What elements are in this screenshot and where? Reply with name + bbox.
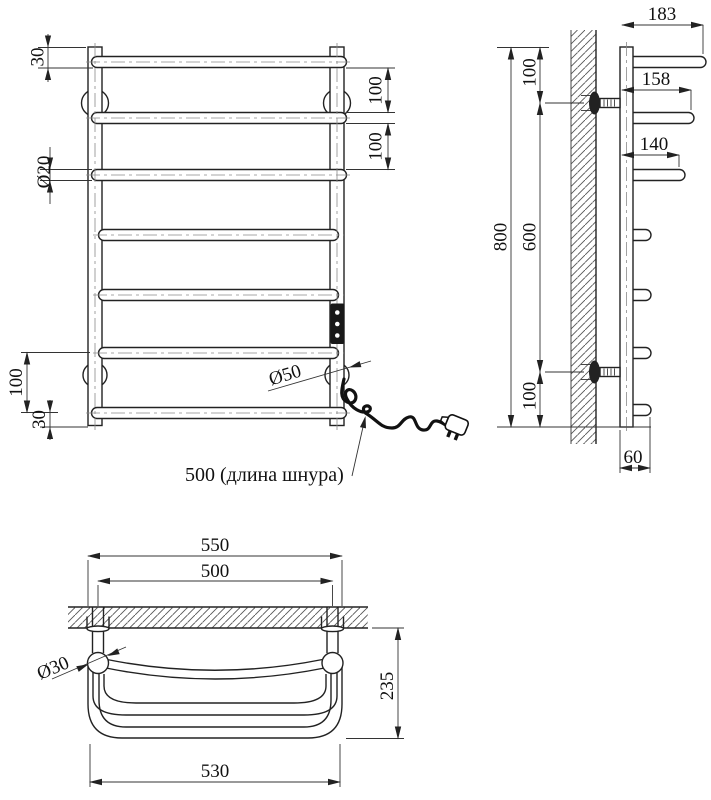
post-circle-left: [86, 651, 110, 675]
top-wall: [68, 606, 368, 629]
dim-label-top-shelf-depth: 235: [377, 672, 398, 701]
dim-top-mount-span: 500: [97, 561, 334, 606]
dim-label-front-rung-gap-1: 100: [366, 76, 387, 105]
dim-top-shelf-depth: 235: [346, 627, 404, 740]
dim-side-top-reach: 183: [621, 4, 704, 54]
dim-label-front-tube-diameter: Ø20: [34, 156, 55, 189]
post-circle-right: [321, 651, 344, 675]
side-view: 183 158 140 100 800 600 100: [491, 4, 707, 473]
mount-stud-right: [320, 607, 345, 653]
dim-front-tube-diameter: Ø20: [34, 147, 92, 204]
wall-bracket-top: [581, 91, 621, 115]
dim-label-side-low-reach: 140: [640, 134, 669, 155]
dim-label-front-top-offset: 30: [28, 48, 49, 67]
dim-label-side-top-reach: 183: [648, 4, 677, 25]
dim-label-side-total-height: 800: [491, 223, 512, 252]
centerlines: [86, 43, 351, 430]
dim-label-side-bottom-margin: 100: [520, 382, 541, 411]
cord-length-note: 500 (длина шнура): [185, 464, 344, 486]
heater-control-box: [330, 303, 345, 344]
dim-label-side-bracket-span: 600: [520, 223, 541, 252]
power-cord: [340, 377, 470, 441]
mount-stud-left: [86, 607, 110, 653]
dim-label-side-mid-reach: 158: [642, 69, 671, 90]
dim-side-verticals: 100 800 600 100: [491, 46, 651, 428]
dim-top-post-diameter: Ø30: [34, 646, 127, 685]
dim-label-top-mount-span: 500: [201, 561, 230, 582]
dim-label-front-bottom-offset: 30: [29, 410, 50, 429]
dim-front-flange-diameter: Ø50: [266, 360, 372, 392]
dim-front-bottom-gap: 100: [6, 351, 90, 414]
dim-label-front-rung-gap-2: 100: [366, 132, 387, 161]
dim-top-outer-width: 550: [87, 535, 343, 606]
dim-front-rung-gap-2: 100: [346, 122, 395, 171]
dim-label-side-wall-offset: 60: [624, 447, 643, 468]
dim-label-front-flange-diameter: Ø50: [266, 361, 303, 391]
dim-side-wall-offset: 60: [619, 417, 651, 473]
dim-front-top-offset: 30: [28, 34, 93, 82]
top-view: 550 500 Ø30 235 530: [34, 535, 404, 787]
dim-label-side-top-margin: 100: [520, 58, 541, 87]
front-view: 30 Ø20 100 100 100: [6, 34, 470, 486]
dim-label-front-bottom-gap: 100: [6, 368, 27, 397]
dim-front-bottom-offset: 30: [29, 400, 88, 440]
dim-label-top-outer-width: 550: [201, 535, 230, 556]
dim-label-top-shelf-width: 530: [201, 761, 230, 782]
dim-side-mid-reach: 158: [621, 69, 692, 110]
dim-top-shelf-width: 530: [89, 744, 341, 787]
dim-side-low-reach: 140: [621, 134, 680, 167]
wall-bracket-bottom: [581, 360, 621, 384]
cord-note: 500 (длина шнура): [185, 416, 366, 486]
side-rungs: [626, 55, 707, 417]
shelf-tubes: [87, 658, 343, 739]
dim-label-top-post-diameter: Ø30: [34, 652, 72, 684]
dim-front-rung-gap-1: 100: [346, 67, 395, 114]
power-plug: [439, 413, 470, 441]
rungs: [90, 55, 348, 420]
